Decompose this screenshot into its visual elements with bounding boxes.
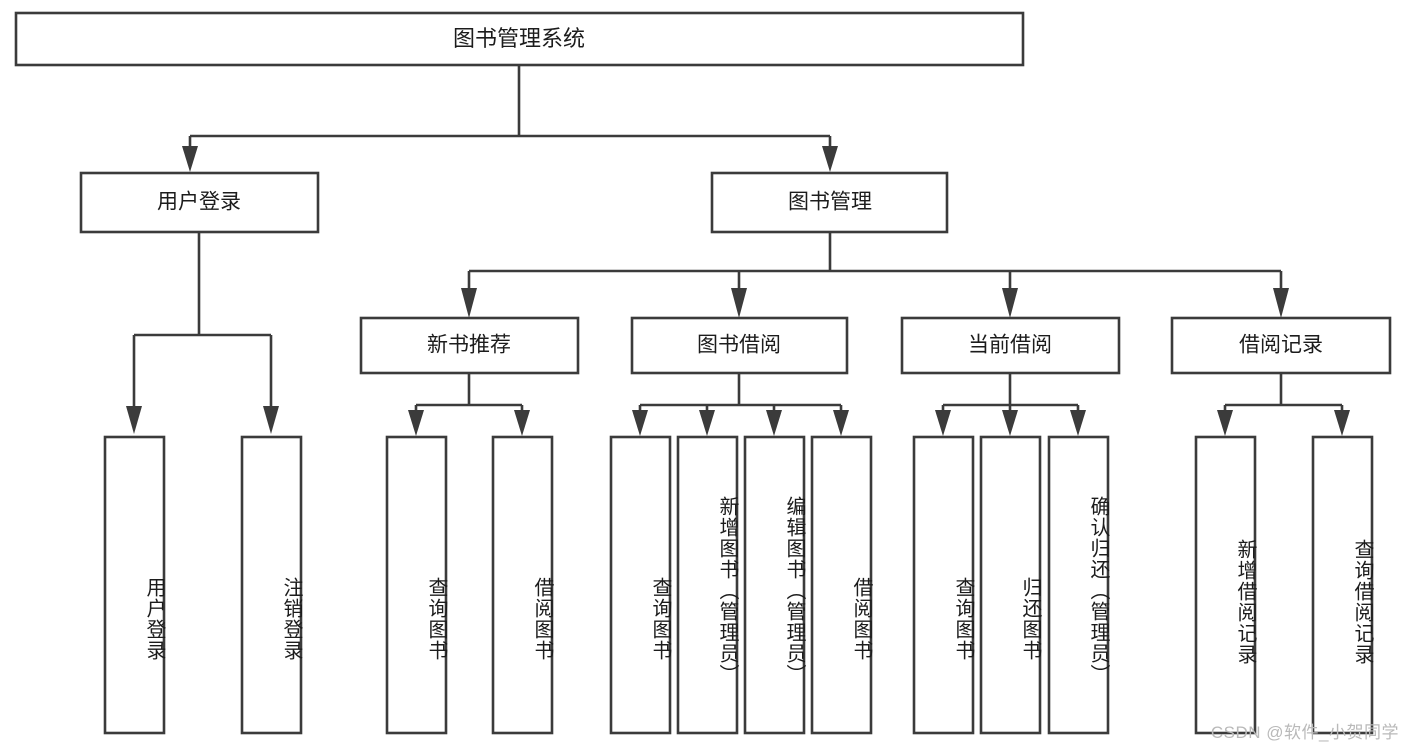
node-box-leaf-borrow-edit-book[interactable] (743, 435, 806, 735)
node-box-leaf-new-borrow-book[interactable] (491, 435, 554, 735)
arrow-head-book-borrow (731, 288, 747, 318)
arrow-head-leaf-user-logout (263, 406, 279, 434)
node-box-user-login[interactable] (79, 171, 320, 234)
node-box-current-borrow[interactable] (900, 316, 1121, 375)
node-book-management[interactable]: 图书管理 (710, 171, 949, 234)
node-label-borrow-record: 借阅记录 (1239, 334, 1323, 357)
connectors-layer (126, 65, 1350, 436)
arrow-head-new-book (461, 288, 477, 318)
node-label-book-management: 图书管理 (788, 191, 872, 214)
arrow-head-current-borrow (1002, 288, 1018, 318)
node-box-new-book-recommend[interactable] (359, 316, 580, 375)
arrow-head-current-return (1002, 410, 1018, 436)
arrow-head-borrow-lend (833, 410, 849, 436)
arrow-head-user-login (182, 146, 198, 172)
arrow-head-borrow-record (1273, 288, 1289, 318)
node-box-borrow-record[interactable] (1170, 316, 1392, 375)
arrow-head-borrow-query (632, 410, 648, 436)
node-box-leaf-borrow-add-book[interactable] (676, 435, 739, 735)
node-box-leaf-current-query-book[interactable] (912, 435, 975, 735)
node-box-leaf-user-login[interactable] (103, 435, 166, 735)
arrow-head-current-query (935, 410, 951, 436)
arrow-head-book-manage (822, 146, 838, 172)
node-box-leaf-record-query[interactable] (1311, 435, 1374, 735)
node-label-system-root: 图书管理系统 (453, 26, 585, 51)
arrow-head-record-add (1217, 410, 1233, 436)
node-system-root[interactable]: 图书管理系统 (14, 11, 1025, 67)
node-box-leaf-current-return-book[interactable] (979, 435, 1042, 735)
node-label-new-book-recommend: 新书推荐 (427, 334, 511, 357)
node-book-borrow[interactable]: 图书借阅 (630, 316, 849, 375)
node-label-user-login: 用户登录 (157, 191, 241, 214)
arrow-head-borrow-edit (766, 410, 782, 436)
node-user-login[interactable]: 用户登录 (79, 171, 320, 234)
node-current-borrow[interactable]: 当前借阅 (900, 316, 1121, 375)
node-new-book-recommend[interactable]: 新书推荐 (359, 316, 580, 375)
csdn-watermark: CSDN @软件_小贺同学 (1210, 723, 1399, 742)
node-label-current-borrow: 当前借阅 (968, 334, 1052, 357)
arrow-head-record-query (1334, 410, 1350, 436)
node-box-leaf-current-confirm-return[interactable] (1047, 435, 1110, 735)
node-box-system-root[interactable] (14, 11, 1025, 67)
node-box-leaf-record-add[interactable] (1194, 435, 1257, 735)
node-label-book-borrow: 图书借阅 (697, 334, 781, 357)
node-box-leaf-user-logout[interactable] (240, 435, 303, 735)
node-box-book-borrow[interactable] (630, 316, 849, 375)
arrow-head-borrow-add (699, 410, 715, 436)
node-box-leaf-borrow-query-book[interactable] (609, 435, 672, 735)
arrow-head-leaf-user-login (126, 406, 142, 434)
node-box-leaf-borrow-lend-book[interactable] (810, 435, 873, 735)
node-box-leaf-new-query-book[interactable] (385, 435, 448, 735)
nodes-layer: 图书管理系统 用户登录 图书管理 新书推荐 图书借阅 (14, 11, 1392, 735)
arrow-head-new-borrow (514, 410, 530, 436)
arrow-head-new-query (408, 410, 424, 436)
node-box-book-management[interactable] (710, 171, 949, 234)
arrow-head-current-confirm (1070, 410, 1086, 436)
node-borrow-record[interactable]: 借阅记录 (1170, 316, 1392, 375)
